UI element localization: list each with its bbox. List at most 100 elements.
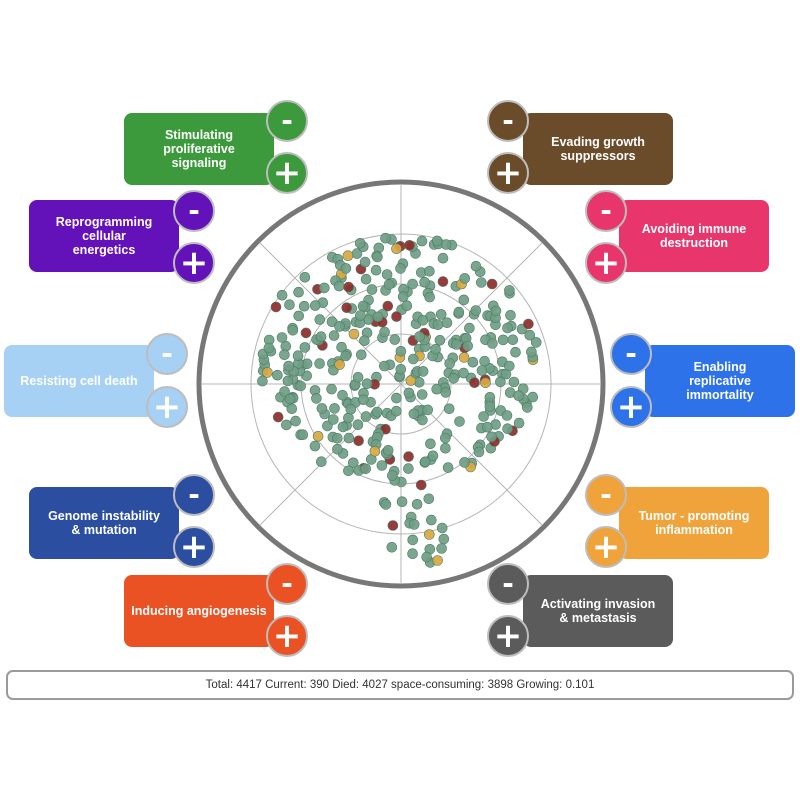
card-line: inflammation: [655, 523, 733, 537]
cell: [411, 498, 423, 510]
cell: [326, 383, 337, 395]
cell: [380, 232, 391, 244]
decrease-energetics-button[interactable]: -: [173, 190, 215, 232]
cell: [376, 460, 388, 471]
cell: [486, 278, 498, 290]
cell: [372, 311, 384, 323]
cell: [328, 330, 340, 341]
decrease-genome-button[interactable]: -: [173, 474, 215, 516]
cell: [431, 235, 443, 247]
hallmark-card-cell-death: Resisting cell death: [4, 345, 154, 417]
cell: [300, 327, 312, 339]
increase-immortality-button[interactable]: +: [610, 386, 652, 428]
cell: [326, 316, 338, 327]
cell: [437, 252, 449, 264]
increase-genome-button[interactable]: +: [173, 526, 215, 568]
increase-inflammation-button[interactable]: +: [585, 526, 627, 568]
card-line: destruction: [659, 236, 729, 250]
cell: [309, 440, 321, 452]
increase-angiogenesis-button[interactable]: +: [266, 615, 308, 657]
card-line: Avoiding immune: [641, 222, 747, 236]
increase-proliferative-button[interactable]: +: [266, 152, 308, 194]
cell: [502, 423, 513, 434]
cell: [352, 419, 364, 430]
card-line: Resisting cell death: [20, 374, 138, 388]
cell: [292, 350, 304, 361]
cell: [505, 310, 516, 321]
cell: [337, 390, 348, 401]
decrease-angiogenesis-button[interactable]: -: [266, 563, 308, 605]
cell: [416, 235, 428, 247]
cell: [284, 393, 296, 405]
decrease-immune-button[interactable]: -: [585, 190, 627, 232]
cell: [440, 442, 451, 454]
decrease-inflammation-button[interactable]: -: [585, 474, 627, 516]
cell: [470, 260, 482, 272]
increase-growth-suppressors-button[interactable]: +: [487, 152, 529, 194]
increase-energetics-button[interactable]: +: [173, 242, 215, 284]
hallmark-card-invasion: Activating invasion& metastasis: [523, 575, 673, 647]
decrease-growth-suppressors-button[interactable]: -: [487, 100, 529, 142]
cell: [372, 251, 383, 263]
cell: [434, 335, 446, 346]
cell: [458, 294, 470, 306]
cell: [334, 321, 345, 332]
cell: [366, 284, 378, 295]
cell: [332, 443, 343, 455]
cell: [407, 534, 418, 546]
cell: [440, 239, 452, 250]
cell: [408, 519, 420, 530]
card-line: immortality: [686, 388, 754, 402]
cell: [422, 404, 433, 416]
cell: [341, 302, 352, 313]
cell: [312, 430, 324, 442]
cell: [334, 359, 345, 370]
cell: [298, 300, 310, 312]
cell: [484, 392, 496, 403]
cell: [387, 520, 399, 531]
status-bar: Total: 4417 Current: 390 Died: 4027 spac…: [6, 670, 794, 700]
cell: [293, 310, 304, 322]
cell: [426, 514, 437, 526]
cell: [348, 457, 359, 469]
cell: [332, 432, 343, 444]
cell: [276, 289, 288, 301]
cell: [279, 349, 290, 361]
cell: [380, 499, 392, 510]
cell: [508, 376, 520, 388]
cell: [521, 402, 533, 413]
cell: [443, 403, 455, 415]
cell: [408, 353, 419, 365]
cell: [442, 462, 454, 473]
decrease-proliferative-button[interactable]: -: [266, 100, 308, 142]
cell: [379, 326, 390, 338]
cell: [481, 421, 493, 433]
cell: [503, 360, 515, 372]
cell: [387, 470, 398, 481]
cell: [513, 390, 524, 401]
cell: [419, 277, 430, 288]
cell: [419, 456, 431, 468]
decrease-immortality-button[interactable]: -: [610, 333, 652, 375]
increase-cell-death-button[interactable]: +: [146, 386, 188, 428]
cell: [297, 429, 309, 441]
cell: [403, 387, 415, 399]
cell: [283, 360, 294, 372]
increase-immune-button[interactable]: +: [585, 242, 627, 284]
cell: [379, 360, 390, 372]
cell: [272, 411, 284, 423]
decrease-invasion-button[interactable]: -: [487, 563, 529, 605]
cell: [487, 338, 498, 349]
cell: [432, 319, 444, 330]
cell: [329, 403, 340, 414]
cell: [395, 263, 406, 274]
cell: [444, 358, 455, 369]
cell: [361, 378, 373, 389]
cell: [467, 356, 479, 368]
cell: [440, 387, 451, 398]
increase-invasion-button[interactable]: +: [487, 615, 529, 657]
decrease-cell-death-button[interactable]: -: [146, 333, 188, 375]
cell: [404, 240, 415, 251]
cell: [293, 286, 304, 298]
